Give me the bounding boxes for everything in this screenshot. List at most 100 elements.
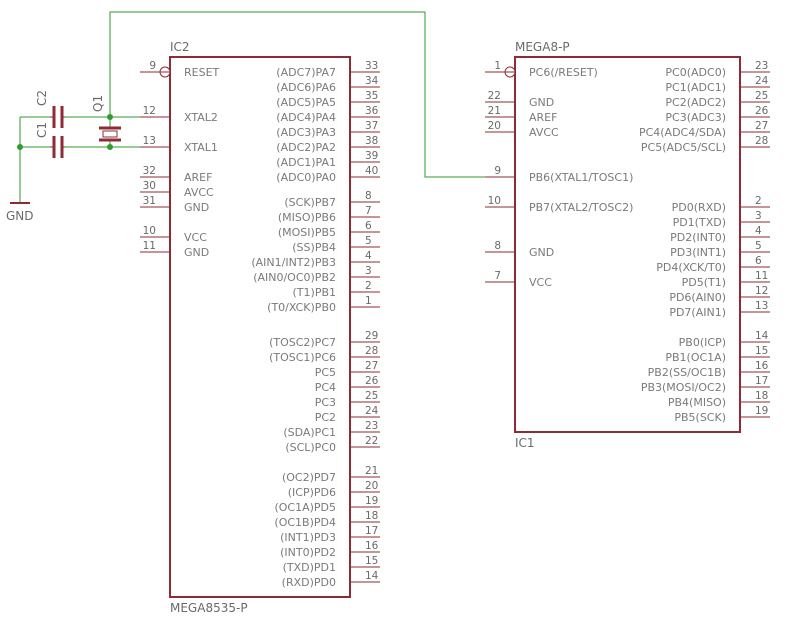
ic2-pin-20[interactable]: 20(ICP)PD6 [288, 480, 380, 499]
pin-number: 17 [755, 375, 768, 387]
ic2-pin-19[interactable]: 19(OC1A)PD5 [274, 495, 380, 514]
ic2-pin-38[interactable]: 38(ADC2)PA2 [276, 135, 380, 154]
ic2-body[interactable] [169, 56, 351, 598]
ic2-pin-6[interactable]: 6(MOSI)PB5 [278, 220, 380, 239]
pin-number: 27 [755, 120, 768, 132]
ic2-pin-33[interactable]: 33(ADC7)PA7 [276, 60, 380, 79]
q1-label: Q1 [91, 95, 105, 112]
ic2-pin-35[interactable]: 35(ADC5)PA5 [276, 90, 380, 109]
ic2-pin-40[interactable]: 40(ADC0)PA0 [276, 165, 380, 184]
junction-gnd [17, 144, 23, 150]
pin-number: 12 [143, 105, 156, 117]
ic2-pin-4[interactable]: 4(AIN1/INT2)PB3 [251, 250, 380, 269]
ic2-pin-3[interactable]: 3(AIN0/OC0)PB2 [253, 265, 380, 284]
pin-number: 37 [365, 120, 378, 132]
ic2-pin-2[interactable]: 2(T1)PB1 [293, 280, 380, 299]
pin-number: 27 [365, 360, 378, 372]
ic2-bottom-label: MEGA8535-P [170, 601, 248, 615]
ic2-pin-5[interactable]: 5(SS)PB4 [292, 235, 380, 254]
ic2-pin-16[interactable]: 16(INT0)PD2 [280, 540, 380, 559]
ic1-bottom-label: IC1 [515, 436, 535, 450]
ic2-pin-36[interactable]: 36(ADC4)PA4 [276, 105, 380, 124]
pin-label: AVCC [529, 126, 559, 139]
ic2-pin-1[interactable]: 1(T0/XCK)PB0 [267, 295, 380, 314]
ic2-pin-7[interactable]: 7(MISO)PB6 [278, 205, 380, 224]
crystal-q1[interactable]: Q1 [91, 95, 121, 142]
ic2-pin-39[interactable]: 39(ADC1)PA1 [276, 150, 380, 169]
ic2-pin-14[interactable]: 14(RXD)PD0 [282, 570, 380, 589]
ic2-pin-37[interactable]: 37(ADC3)PA3 [276, 120, 380, 139]
pin-label: (AIN0/OC0)PB2 [253, 271, 336, 284]
ic2-pin-8[interactable]: 8(SCK)PB7 [284, 190, 380, 209]
capacitor-c2[interactable]: C2 [35, 90, 65, 128]
pin-number: 2 [365, 280, 372, 292]
wire-xtal-to-ic1-pb6[interactable] [109, 11, 485, 178]
ic1-body[interactable] [514, 56, 741, 433]
ic2-pin-18[interactable]: 18(OC1B)PD4 [274, 510, 380, 529]
pin-number: 29 [365, 330, 378, 342]
ic2-pin-34[interactable]: 34(ADC6)PA6 [276, 75, 380, 94]
ic2-pin-15[interactable]: 15(TXD)PD1 [283, 555, 380, 574]
pin-label: GND [184, 246, 209, 259]
ic2-pin-17[interactable]: 17(INT1)PD3 [280, 525, 380, 544]
pin-number: 30 [143, 180, 156, 192]
pin-label: PB7(XTAL2/TOSC2) [529, 201, 633, 214]
ic2-pin-21[interactable]: 21(OC2)PD7 [282, 465, 380, 484]
ic2-pin-23[interactable]: 23(SDA)PC1 [283, 420, 380, 439]
capacitor-c1[interactable]: C1 [35, 122, 65, 158]
pin-label: (OC1B)PD4 [274, 516, 336, 529]
ic2-pin-22[interactable]: 22(SCL)PC0 [285, 435, 380, 454]
gnd-symbol[interactable]: GND [6, 202, 34, 223]
pin-number: 9 [494, 165, 501, 177]
ic2-pin-29[interactable]: 29(TOSC2)PC7 [269, 330, 380, 349]
ic2-pin-28[interactable]: 28(TOSC1)PC6 [269, 345, 380, 364]
pin-label: PC4 [315, 381, 336, 394]
gnd-label: GND [6, 209, 34, 223]
pin-number: 4 [755, 225, 762, 237]
pin-label: GND [529, 96, 554, 109]
